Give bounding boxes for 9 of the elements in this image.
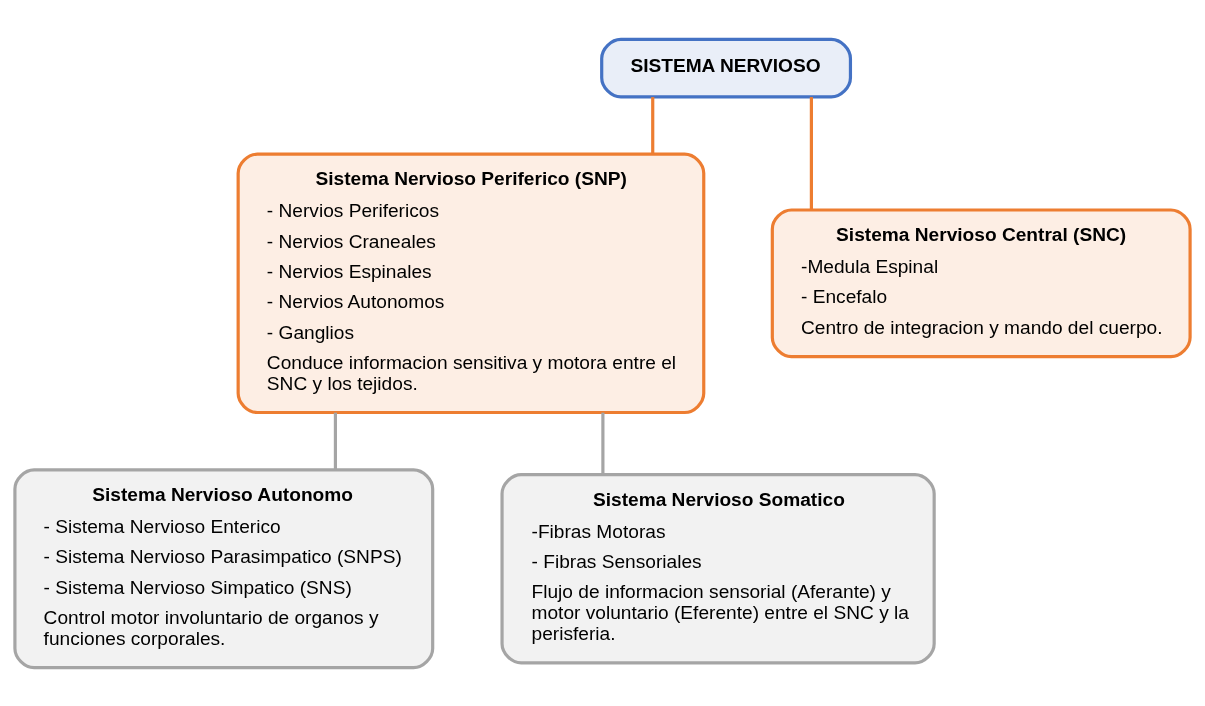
connector bbox=[601, 412, 605, 474]
node-box: SISTEMA NERVIOSO bbox=[600, 37, 853, 98]
connector bbox=[809, 96, 813, 210]
connector bbox=[651, 96, 655, 154]
node-box: Sistema Nervioso Central (SNC) -Medula Espinal - Encefalo Centro de integracion y mando del cuerpo. bbox=[770, 207, 1192, 358]
node-box: Sistema Nervioso Periferico (SNP) - Nervios Perifericos - Nervios Craneales - Nervios Espinales - Nervios Autonomos - Ganglios Conduce informacion sensitiva y motora entre el SNC y los tejidos. bbox=[236, 152, 706, 414]
node-box: Sistema Nervioso Autonomo - Sistema Nervioso Enterico - Sistema Nervioso Parasimpatico (SNPS) - Sistema Nervioso Simpatico (SNS) Control motor involuntario de organos y funciones corporales. bbox=[13, 467, 435, 669]
connector bbox=[333, 412, 337, 470]
node-box: Sistema Nervioso Somatico -Fibras Motoras - Fibras Sensoriales Flujo de informacion sensorial (Aferante) y motor voluntario (Eferente) entre el SNC y la perisferia. bbox=[500, 472, 936, 664]
